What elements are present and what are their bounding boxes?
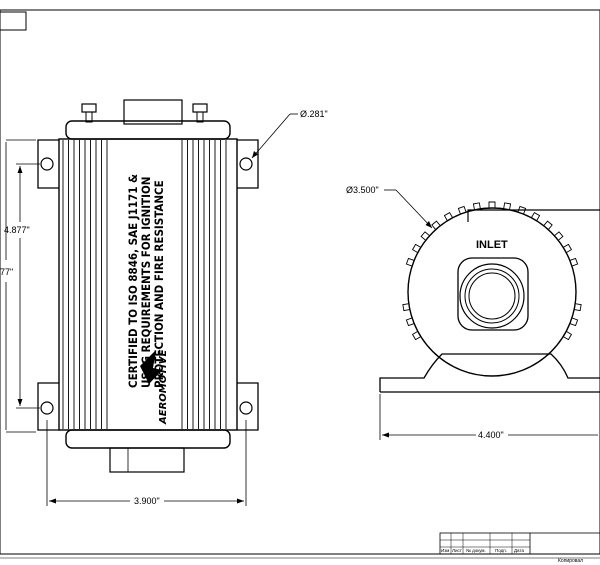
corner-box xyxy=(0,11,27,31)
fin-tooth xyxy=(563,243,573,253)
base-plate-outline xyxy=(379,353,600,392)
bracket-top-right xyxy=(237,139,259,189)
tb-footer: Копировал xyxy=(558,558,583,564)
inlet-mid-ring xyxy=(464,268,520,324)
fin-tooth xyxy=(431,220,441,230)
bracket-bottom-left xyxy=(37,382,59,431)
fin-tooth xyxy=(420,231,430,241)
fin-tooth xyxy=(503,202,512,210)
title-block: Изм Лист № докум. Подп. Дата Копировал xyxy=(439,532,600,564)
fin-teeth xyxy=(402,201,582,341)
pump-body xyxy=(58,138,238,431)
fin-tooth xyxy=(563,331,573,341)
brand-mark-icon xyxy=(140,350,162,384)
dim-body-length: 4.877" xyxy=(4,225,30,235)
bracket-bottom-right xyxy=(237,382,259,431)
leader-hole-arrow xyxy=(252,151,258,158)
label-panel xyxy=(110,140,178,426)
fin-tooth xyxy=(488,201,496,208)
bottom-port xyxy=(109,447,185,473)
inlet-label: INLET xyxy=(476,239,508,251)
tb-header-5: Дата xyxy=(514,548,524,553)
fin-tooth xyxy=(554,231,564,241)
fin-tooth xyxy=(405,257,415,267)
dim-hole-dia: Ø.281" xyxy=(300,109,328,119)
fin-tooth xyxy=(443,211,453,221)
bottom-cap xyxy=(65,429,231,449)
dim-body-dia: Ø3.500" xyxy=(346,185,379,195)
top-port xyxy=(123,99,183,125)
mount-hole-top-right xyxy=(239,157,253,171)
dim-overall-length: 77" xyxy=(0,267,13,277)
fin-tooth xyxy=(517,205,527,215)
tb-header-4: Подп. xyxy=(495,548,507,553)
title-block-frame xyxy=(439,532,600,555)
dim-mount-width: 3.900" xyxy=(134,496,160,506)
fin-tooth xyxy=(574,303,582,312)
mount-hole-bottom-left xyxy=(40,401,54,415)
top-stud-left xyxy=(85,111,93,123)
pump-body-end xyxy=(407,207,577,377)
top-nut-right xyxy=(192,103,208,113)
fin-tooth xyxy=(405,317,415,327)
front-view: CERTIFIED TO ISO 8846, SAE J1171 & USCG … xyxy=(0,99,328,506)
cert-line-2: USCG REQUIREMENTS FOR IGNITION xyxy=(139,177,153,388)
tb-header-2: Лист xyxy=(452,548,462,553)
fins-left xyxy=(62,140,108,429)
leader-dia xyxy=(395,189,433,229)
tb-header-3: № докум. xyxy=(466,548,486,553)
certification-text: CERTIFIED TO ISO 8846, SAE J1171 & USCG … xyxy=(126,174,166,388)
top-tab xyxy=(467,209,600,222)
inlet-hex xyxy=(457,257,529,331)
fin-tooth xyxy=(543,220,553,230)
top-nut-left xyxy=(81,103,97,113)
dim-arrow-base xyxy=(382,432,389,438)
fin-tooth xyxy=(411,331,421,341)
side-view: INLET Ø3.500" 4.400" xyxy=(346,185,600,440)
brand-name: AEROMOTIVE xyxy=(158,349,169,425)
inlet-inner-ring xyxy=(468,272,516,320)
fin-tooth xyxy=(531,211,541,221)
mount-hole-bottom-right xyxy=(239,401,253,415)
mount-hole-top-left xyxy=(40,157,54,171)
leader-hole xyxy=(251,113,291,159)
inlet-outer-ring xyxy=(459,263,525,329)
fin-tooth xyxy=(402,303,410,312)
dim-base-width: 4.400" xyxy=(478,430,504,440)
tb-header-1: Изм xyxy=(441,548,449,553)
fin-tooth xyxy=(472,202,481,210)
fin-tooth xyxy=(457,205,467,215)
fins-right xyxy=(181,140,227,429)
fin-tooth xyxy=(411,243,421,253)
drawing-frame xyxy=(0,9,600,555)
cert-line-1: CERTIFIED TO ISO 8846, SAE J1171 & xyxy=(126,174,140,388)
fin-tooth xyxy=(569,257,579,267)
top-stud-right xyxy=(196,111,204,123)
leader-dia-arrow xyxy=(425,221,432,228)
brand-logo: AEROMOTIVE xyxy=(140,349,169,425)
cert-line-3: PROTECTION AND FIRE RESISTANCE xyxy=(152,180,166,388)
fin-tooth xyxy=(569,317,579,327)
